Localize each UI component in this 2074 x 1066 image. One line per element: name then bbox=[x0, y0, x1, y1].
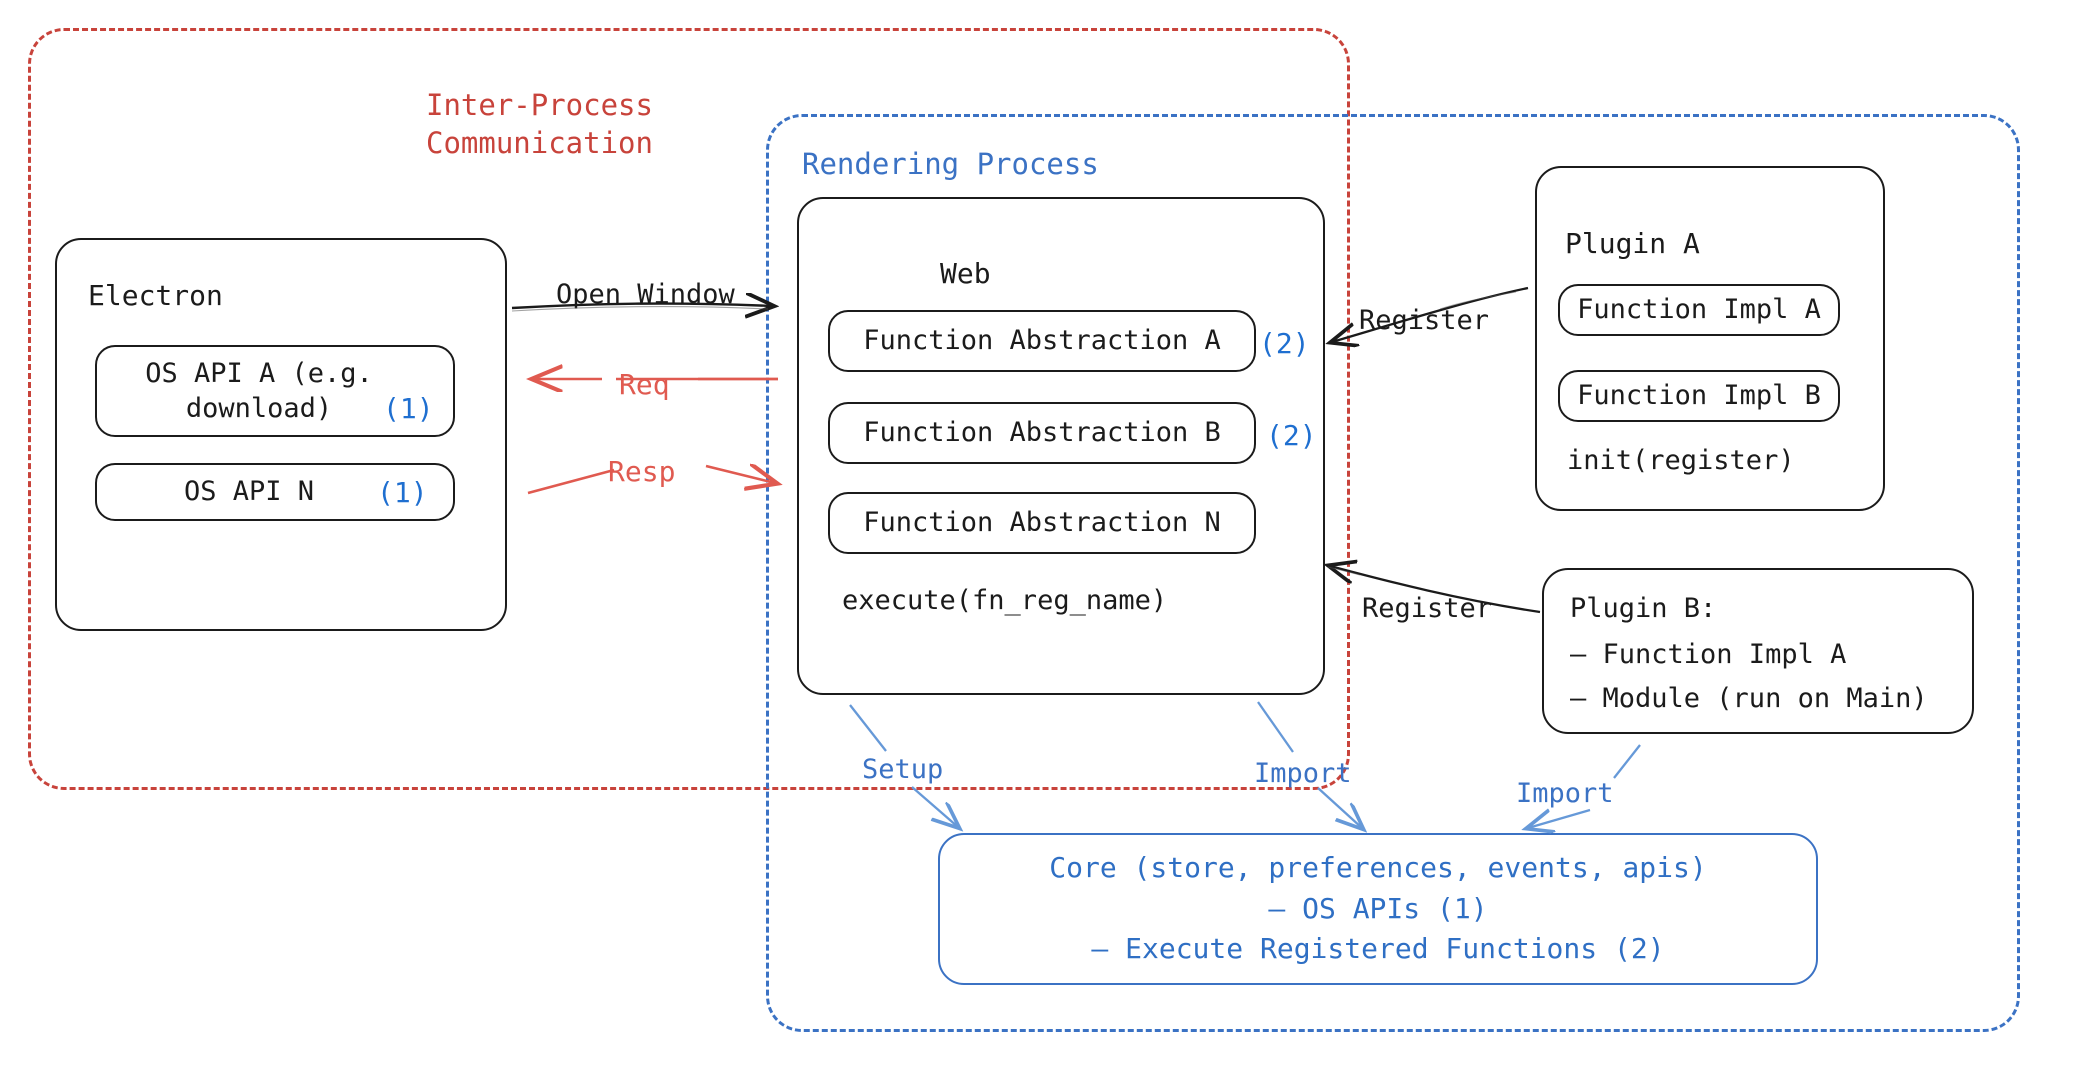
web-title: Web bbox=[940, 257, 991, 290]
edge-label-req: Req bbox=[619, 368, 670, 401]
os-api-a-marker: (1) bbox=[383, 392, 434, 425]
os-api-n-label: OS API N bbox=[183, 476, 315, 508]
electron-title: Electron bbox=[88, 279, 223, 312]
function-impl-a-label: Function Impl A bbox=[1577, 294, 1821, 326]
edge-label-setup: Setup bbox=[862, 754, 944, 785]
edge-label-register-b: Register bbox=[1362, 593, 1493, 624]
node-plugin-a[interactable] bbox=[1535, 166, 1885, 511]
function-abstraction-b-label: Function Abstraction B bbox=[863, 417, 1221, 449]
web-execute-label: execute(fn_reg_name) bbox=[842, 585, 1168, 616]
region-inter-process-communication bbox=[28, 28, 1350, 790]
os-api-a-label: OS API A (e.g. download) bbox=[145, 357, 373, 424]
function-abstraction-a-label: Function Abstraction A bbox=[863, 325, 1221, 357]
plugin-b-title: Plugin B: bbox=[1570, 593, 1717, 624]
function-impl-b-label: Function Impl B bbox=[1577, 380, 1821, 412]
plugin-a-title: Plugin A bbox=[1565, 227, 1700, 260]
node-function-impl-a[interactable]: Function Impl A bbox=[1558, 284, 1840, 336]
node-function-abstraction-a[interactable]: Function Abstraction A bbox=[828, 310, 1256, 372]
node-os-api-n[interactable]: OS API N bbox=[95, 463, 455, 521]
function-abstraction-a-marker: (2) bbox=[1259, 327, 1310, 360]
core-label: Core (store, preferences, events, apis) … bbox=[1049, 851, 1707, 966]
function-abstraction-b-marker: (2) bbox=[1266, 419, 1317, 452]
region-title-ipc: Inter-Process Communication bbox=[426, 88, 653, 161]
region-title-rendering: Rendering Process bbox=[802, 147, 1099, 181]
node-function-abstraction-b[interactable]: Function Abstraction B bbox=[828, 402, 1256, 464]
node-core[interactable]: Core (store, preferences, events, apis) … bbox=[938, 833, 1818, 985]
node-function-abstraction-n[interactable]: Function Abstraction N bbox=[828, 492, 1256, 554]
node-function-impl-b[interactable]: Function Impl B bbox=[1558, 370, 1840, 422]
node-os-api-a[interactable]: OS API A (e.g. download) bbox=[95, 345, 455, 437]
plugin-b-line-1: – Module (run on Main) bbox=[1570, 683, 1928, 714]
plugin-b-line-0: – Function Impl A bbox=[1570, 639, 1847, 670]
edge-label-import-web: Import bbox=[1254, 758, 1352, 789]
plugin-a-init-label: init(register) bbox=[1567, 445, 1795, 476]
edge-label-open-window: Open Window bbox=[556, 279, 735, 310]
edge-label-register-a: Register bbox=[1359, 305, 1490, 336]
function-abstraction-n-label: Function Abstraction N bbox=[863, 507, 1221, 539]
edge-label-resp: Resp bbox=[608, 455, 676, 488]
edge-label-import-plugin: Import bbox=[1516, 778, 1614, 809]
os-api-n-marker: (1) bbox=[377, 476, 428, 509]
node-plugin-b[interactable] bbox=[1542, 568, 1974, 734]
region-rendering-process bbox=[766, 114, 2020, 1032]
